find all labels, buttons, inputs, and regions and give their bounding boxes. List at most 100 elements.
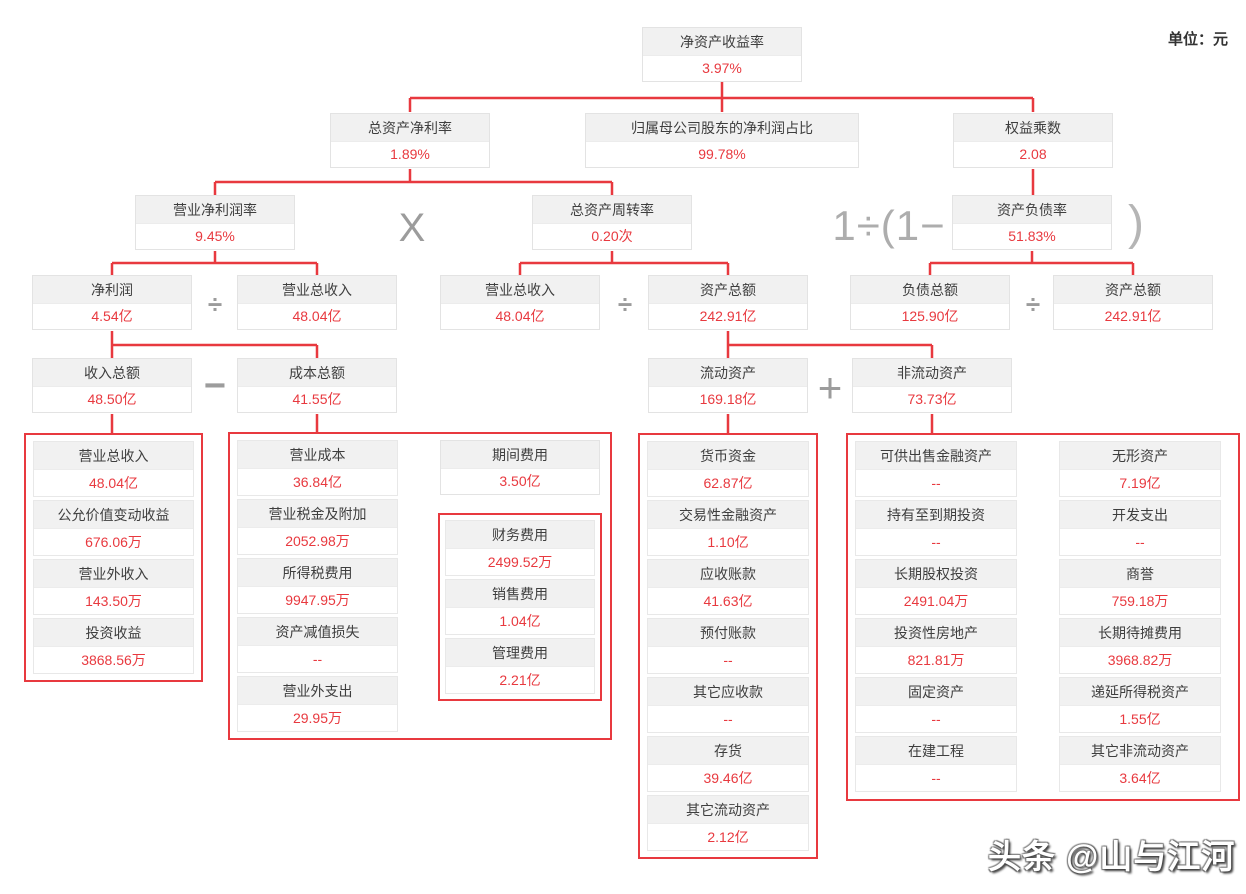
- cost-items-list: 营业成本 36.84亿 营业税金及附加 2052.98万 所得税费用 9947.…: [237, 440, 398, 732]
- item-label: 营业税金及附加: [238, 500, 397, 528]
- node-value: 125.90亿: [901, 308, 959, 324]
- node-label: 营业总收入: [441, 276, 599, 304]
- item-value: 2.21亿: [499, 672, 541, 688]
- item-label: 应收账款: [648, 560, 808, 588]
- item-value: 676.06万: [85, 534, 142, 550]
- breakdown-item: 长期待摊费用 3968.82万: [1059, 618, 1221, 674]
- node-income-total: 收入总额 48.50亿: [32, 358, 192, 413]
- item-label: 预付账款: [648, 619, 808, 647]
- item-label: 其它流动资产: [648, 796, 808, 824]
- node-label: 归属母公司股东的净利润占比: [586, 114, 858, 142]
- item-value: --: [312, 651, 323, 667]
- period-expense-items-list: 财务费用 2499.52万 销售费用 1.04亿 管理费用 2.21亿: [445, 520, 595, 694]
- item-value: --: [931, 475, 941, 491]
- breakdown-item: 递延所得税资产 1.55亿: [1059, 677, 1221, 733]
- breakdown-item: 固定资产 --: [855, 677, 1017, 733]
- item-value: 1.10亿: [707, 534, 749, 550]
- node-total-assets-a: 资产总额 242.91亿: [648, 275, 808, 330]
- breakdown-item: 销售费用 1.04亿: [445, 579, 595, 635]
- breakdown-item: 持有至到期投资 --: [855, 500, 1017, 556]
- item-value: --: [723, 652, 733, 668]
- item-label: 营业外支出: [238, 677, 397, 705]
- close-paren-formula: ): [1128, 197, 1144, 250]
- breakdown-item: 预付账款 --: [647, 618, 809, 674]
- node-total-liabilities: 负债总额 125.90亿: [850, 275, 1010, 330]
- node-value: 0.20次: [591, 228, 633, 244]
- plus-operator: +: [817, 364, 843, 411]
- item-value: 62.87亿: [703, 475, 753, 491]
- item-label: 递延所得税资产: [1060, 678, 1220, 706]
- node-period-expense: 期间费用 3.50亿: [440, 440, 600, 495]
- current-asset-items-list: 货币资金 62.87亿 交易性金融资产 1.10亿 应收账款 41.63亿 预付…: [647, 441, 809, 851]
- breakdown-item: 可供出售金融资产 --: [855, 441, 1017, 497]
- item-value: 2.12亿: [707, 829, 749, 845]
- item-label: 其它非流动资产: [1060, 737, 1220, 765]
- node-value: 48.04亿: [495, 308, 545, 324]
- watermark: 头条 @山与江河: [988, 838, 1236, 875]
- item-value: 2491.04万: [903, 593, 969, 609]
- node-value: 48.04亿: [292, 308, 342, 324]
- divide-operator: ÷: [207, 289, 223, 319]
- item-label: 营业外收入: [34, 560, 193, 588]
- item-value: 39.46亿: [703, 770, 753, 786]
- breakdown-item: 投资性房地产 821.81万: [855, 618, 1017, 674]
- item-value: 48.04亿: [88, 475, 139, 491]
- item-value: 759.18万: [1111, 593, 1169, 609]
- item-value: 7.19亿: [1119, 475, 1161, 491]
- breakdown-item: 财务费用 2499.52万: [445, 520, 595, 576]
- multiply-operator: X: [398, 206, 426, 250]
- item-label: 交易性金融资产: [648, 501, 808, 529]
- node-label: 负债总额: [851, 276, 1009, 304]
- item-value: 821.81万: [907, 652, 965, 668]
- breakdown-item: 管理费用 2.21亿: [445, 638, 595, 694]
- breakdown-item: 营业外收入 143.50万: [33, 559, 194, 615]
- node-noncurrent-assets: 非流动资产 73.73亿: [852, 358, 1012, 413]
- item-label: 投资收益: [34, 619, 193, 647]
- breakdown-item: 其它非流动资产 3.64亿: [1059, 736, 1221, 792]
- node-label: 资产总额: [649, 276, 807, 304]
- item-value: --: [723, 711, 733, 727]
- node-value: 41.55亿: [292, 391, 342, 407]
- node-value: 9.45%: [195, 228, 235, 244]
- minus-operator: −: [203, 365, 227, 407]
- node-value: 4.54亿: [91, 308, 133, 324]
- node-value: 242.91亿: [1104, 308, 1162, 324]
- item-value: 3868.56万: [81, 652, 146, 668]
- node-label: 资产负债率: [953, 196, 1111, 224]
- subgroup-period-expense: 财务费用 2499.52万 销售费用 1.04亿 管理费用 2.21亿: [438, 513, 602, 701]
- breakdown-item: 开发支出 --: [1059, 500, 1221, 556]
- group-income-breakdown: 营业总收入 48.04亿 公允价值变动收益 676.06万 营业外收入 143.…: [24, 433, 203, 682]
- item-label: 固定资产: [856, 678, 1016, 706]
- item-label: 无形资产: [1060, 442, 1220, 470]
- item-value: --: [931, 770, 941, 786]
- item-value: 3.64亿: [1119, 770, 1161, 786]
- node-value: 2.08: [1019, 146, 1047, 162]
- breakdown-item: 投资收益 3868.56万: [33, 618, 194, 674]
- item-value: 3968.82万: [1107, 652, 1173, 668]
- node-asset-turnover: 总资产周转率 0.20次: [532, 195, 692, 250]
- breakdown-item: 在建工程 --: [855, 736, 1017, 792]
- node-equity-multiplier: 权益乘数 2.08: [953, 113, 1113, 168]
- node-value: 51.83%: [1008, 228, 1056, 244]
- item-value: 2052.98万: [285, 533, 350, 549]
- node-label: 流动资产: [649, 359, 807, 387]
- item-label: 长期待摊费用: [1060, 619, 1220, 647]
- item-label: 营业总收入: [34, 442, 193, 470]
- node-label: 总资产周转率: [533, 196, 691, 224]
- breakdown-item: 交易性金融资产 1.10亿: [647, 500, 809, 556]
- node-value: 73.73亿: [907, 391, 957, 407]
- item-value: 143.50万: [85, 593, 142, 609]
- group-cost-breakdown: 营业成本 36.84亿 营业税金及附加 2052.98万 所得税费用 9947.…: [228, 432, 612, 740]
- node-label: 权益乘数: [954, 114, 1112, 142]
- item-label: 所得税费用: [238, 559, 397, 587]
- breakdown-item: 应收账款 41.63亿: [647, 559, 809, 615]
- node-label: 营业总收入: [238, 276, 396, 304]
- node-cost-total: 成本总额 41.55亿: [237, 358, 397, 413]
- item-label: 管理费用: [446, 639, 594, 667]
- node-value: 3.97%: [702, 60, 742, 76]
- node-label: 净资产收益率: [643, 28, 801, 56]
- noncurrent-right-items-list: 无形资产 7.19亿 开发支出 -- 商誉 759.18万 长期待摊费用 396…: [1059, 441, 1221, 792]
- item-label: 公允价值变动收益: [34, 501, 193, 529]
- breakdown-item: 其它应收款 --: [647, 677, 809, 733]
- node-label: 成本总额: [238, 359, 396, 387]
